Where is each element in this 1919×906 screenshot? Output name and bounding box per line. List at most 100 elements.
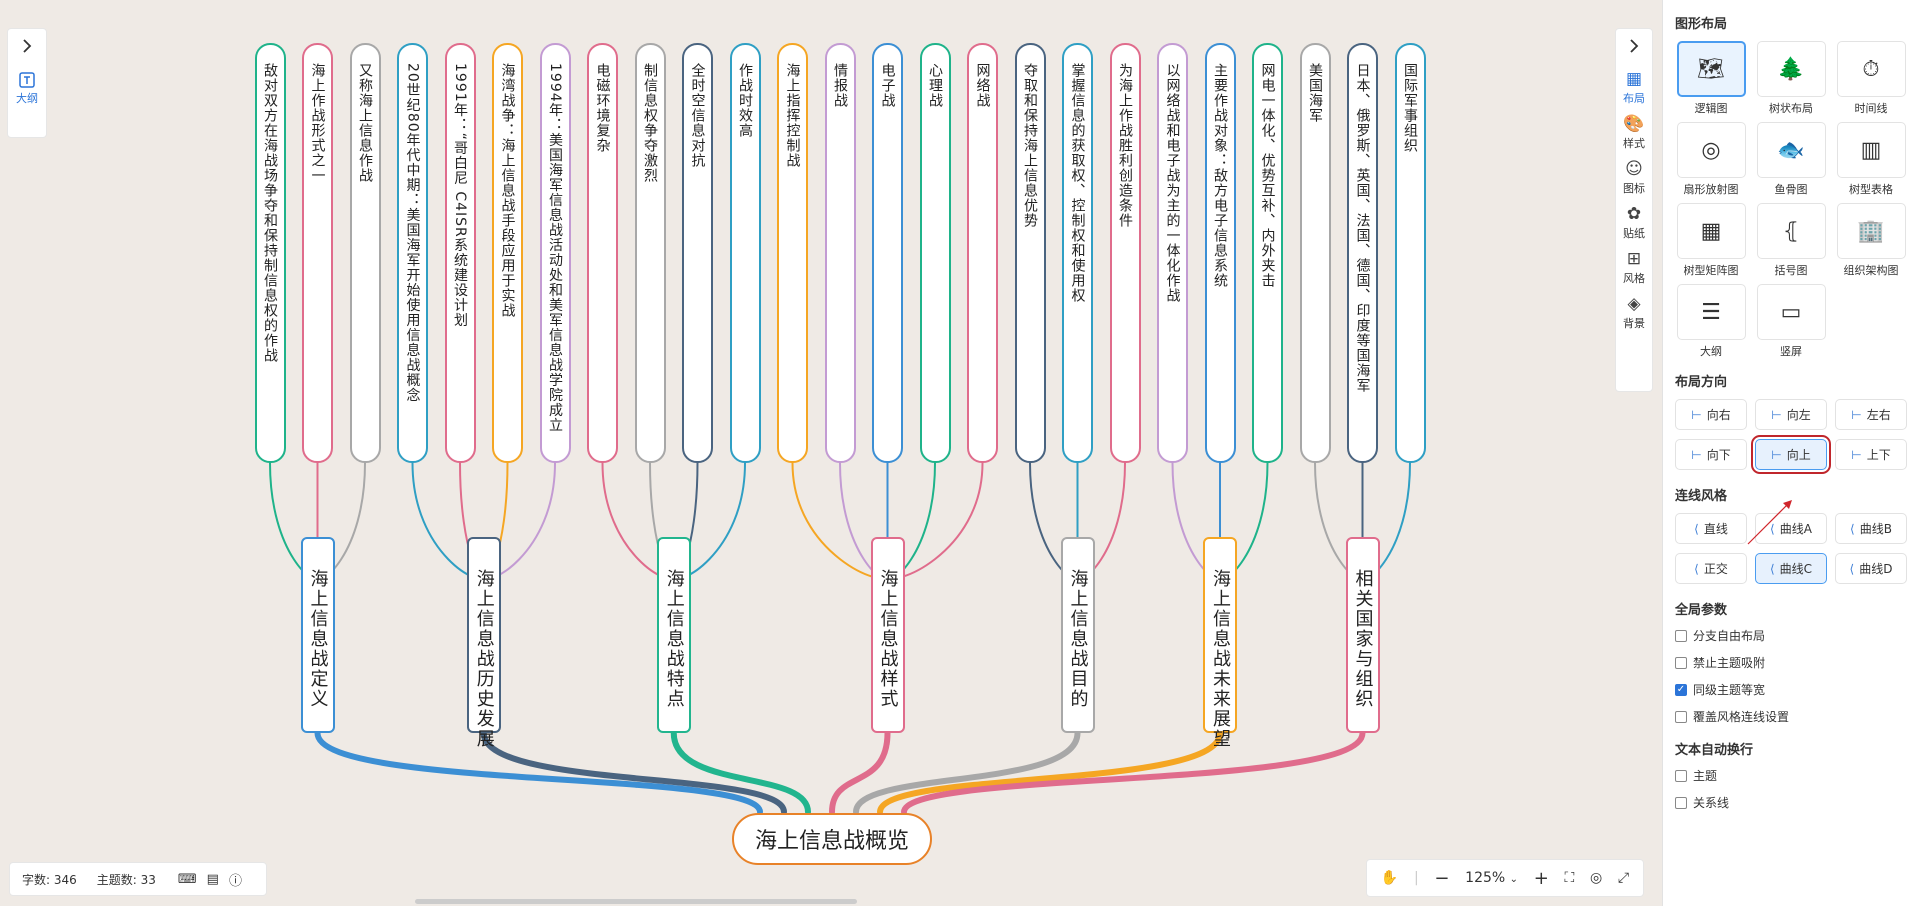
direction-option[interactable]: ⊢向左 xyxy=(1755,399,1827,430)
zoom-out-button[interactable]: − xyxy=(1434,867,1450,889)
checkbox[interactable] xyxy=(1675,796,1687,809)
layout-option[interactable]: ◎扇形放射图 xyxy=(1675,122,1747,197)
leaf-topic[interactable]: 电子战 xyxy=(872,43,903,463)
checkbox-option[interactable]: 关系线 xyxy=(1675,794,1919,811)
checkbox[interactable]: ✓ xyxy=(1675,683,1687,696)
line-style-option[interactable]: ⟨曲线D xyxy=(1835,553,1907,584)
leaf-topic[interactable]: 敌对双方在海战场争夺和保持制信息权的作战 xyxy=(254,43,286,463)
checkbox-option[interactable]: 禁止主题吸附 xyxy=(1675,654,1919,671)
layout-option[interactable]: ⦃括号图 xyxy=(1755,203,1827,278)
checkbox[interactable] xyxy=(1675,629,1687,642)
leaf-topic[interactable]: 1994年：美国海军信息战活动处和美军信息战学院成立 xyxy=(539,43,571,463)
branch-topic[interactable]: 海上信息战样式 xyxy=(870,537,905,733)
line-style-option[interactable]: ⟨正交 xyxy=(1675,553,1747,584)
checkbox-option[interactable]: 主题 xyxy=(1675,767,1919,784)
direction-option[interactable]: ⊢向右 xyxy=(1675,399,1747,430)
leaf-topic[interactable]: 主要作战对象：敌方电子信息系统 xyxy=(1204,43,1236,463)
direction-label: 上下 xyxy=(1866,448,1891,462)
branch-topic[interactable]: 海上信息战未来展望 xyxy=(1203,537,1237,749)
palette-icon: 🎨 xyxy=(1623,114,1645,134)
keyboard-icon[interactable]: ⌨ xyxy=(177,871,197,887)
leaf-topic[interactable]: 为海上作战胜利创造条件 xyxy=(1109,43,1141,463)
leaf-topic[interactable]: 又称海上信息作战 xyxy=(349,43,381,463)
leaf-topic[interactable]: 网络战 xyxy=(967,43,998,463)
sticker-icon: ✿ xyxy=(1626,204,1642,224)
leaf-topic[interactable]: 以网络战和电子战为主的一体化作战 xyxy=(1157,43,1188,463)
leaf-topic-label: 20世纪80年代中期：美国海军开始使用信息战概念 xyxy=(404,63,421,403)
line-style-option[interactable]: ⟨曲线C xyxy=(1755,553,1827,584)
locate-icon[interactable]: ◎ xyxy=(1590,870,1603,886)
layout-thumbnail-icon: ☰ xyxy=(1676,284,1746,340)
fit-screen-icon[interactable]: ⛶ xyxy=(1564,870,1575,886)
tool-layers[interactable]: ◈背景 xyxy=(1616,294,1652,331)
line-style-option[interactable]: ⟨直线 xyxy=(1675,513,1747,544)
branch-topic[interactable]: 海上信息战定义 xyxy=(300,537,335,733)
layout-icon[interactable]: ▤ xyxy=(206,871,219,887)
zoom-level-select[interactable]: 125% ⌄ xyxy=(1465,870,1518,886)
branch-connector xyxy=(480,730,787,815)
layout-option-label: 树型矩阵图 xyxy=(1683,264,1739,277)
info-icon[interactable]: ⓘ xyxy=(228,873,242,889)
leaf-topic[interactable]: 心理战 xyxy=(919,43,951,463)
tool-smiley[interactable]: ☺图标 xyxy=(1616,159,1652,196)
tool-sticker[interactable]: ✿贴纸 xyxy=(1616,204,1652,241)
direction-option[interactable]: ⊢上下 xyxy=(1835,439,1907,470)
layout-option[interactable]: ▥树型表格 xyxy=(1835,122,1907,197)
leaf-topic[interactable]: 海湾战争：海上信息战手段应用于实战 xyxy=(492,43,523,463)
direction-option[interactable]: ⊢向下 xyxy=(1675,439,1747,470)
collapse-panel-button[interactable] xyxy=(1616,37,1652,55)
chevron-right-icon[interactable] xyxy=(8,37,46,55)
leaf-topic[interactable]: 制信息权争夺激烈 xyxy=(634,43,666,463)
leaf-topic[interactable]: 20世纪80年代中期：美国海军开始使用信息战概念 xyxy=(397,43,428,463)
leaf-topic[interactable]: 1991年：“哥白尼 C4ISR系统建设计划 xyxy=(444,43,476,463)
leaf-topic[interactable]: 作战时效高 xyxy=(729,43,761,463)
tool-layout[interactable]: ▦布局 xyxy=(1616,69,1652,106)
checkbox[interactable] xyxy=(1675,710,1687,723)
direction-option[interactable]: ⊢左右 xyxy=(1835,399,1907,430)
tool-palette[interactable]: 🎨样式 xyxy=(1616,114,1652,151)
leaf-topic[interactable]: 海上指挥控制战 xyxy=(777,43,808,463)
direction-option[interactable]: ⊢向上 xyxy=(1751,435,1831,474)
layout-option[interactable]: ⏱时间线 xyxy=(1835,41,1907,116)
leaf-topic[interactable]: 夺取和保持海上信息优势 xyxy=(1014,43,1046,463)
layout-option[interactable]: ▭竖屏 xyxy=(1755,284,1827,359)
checkbox[interactable] xyxy=(1675,769,1687,782)
layout-option[interactable]: 🏢组织架构图 xyxy=(1835,203,1907,278)
leaf-topic[interactable]: 情报战 xyxy=(824,43,856,463)
checkbox-option[interactable]: 覆盖风格连线设置 xyxy=(1675,708,1919,725)
leaf-topic[interactable]: 美国海军 xyxy=(1299,43,1331,463)
horizontal-scrollbar[interactable] xyxy=(415,899,857,904)
leaf-topic-label: 电磁环境复杂 xyxy=(594,63,611,153)
layout-option[interactable]: ▦树型矩阵图 xyxy=(1675,203,1747,278)
leaf-topic[interactable]: 国际军事组织 xyxy=(1394,43,1426,463)
branch-topic[interactable]: 海上信息战特点 xyxy=(656,537,691,733)
fullscreen-icon[interactable]: ⤢ xyxy=(1617,870,1630,886)
layout-option[interactable]: 🐟鱼骨图 xyxy=(1755,122,1827,197)
mindmap-canvas[interactable]: 敌对双方在海战场争夺和保持制信息权的作战海上作战形式之一又称海上信息作战海上信息… xyxy=(0,0,1662,906)
branch-topic[interactable]: 海上信息战目的 xyxy=(1060,537,1095,733)
outline-button[interactable]: 大纲 xyxy=(8,71,46,106)
leaf-topic[interactable]: 日本、俄罗斯、英国、法国、德国、印度等国海军 xyxy=(1347,43,1378,463)
root-topic[interactable]: 海上信息战概览 xyxy=(732,813,932,865)
tool-label: 布局 xyxy=(1623,92,1645,105)
line-style-option[interactable]: ⟨曲线A xyxy=(1755,513,1827,544)
leaf-topic[interactable]: 掌握信息的获取权、控制权和使用权 xyxy=(1062,43,1093,463)
tool-grid[interactable]: ⊞风格 xyxy=(1616,249,1652,286)
branch-topic[interactable]: 相关国家与组织 xyxy=(1345,537,1380,733)
checkbox-option[interactable]: ✓同级主题等宽 xyxy=(1675,681,1919,698)
checkbox-option[interactable]: 分支自由布局 xyxy=(1675,627,1919,644)
leaf-topic[interactable]: 电磁环境复杂 xyxy=(587,43,618,463)
leaf-topic[interactable]: 海上作战形式之一 xyxy=(302,43,333,463)
branch-connector xyxy=(853,730,1081,815)
layout-option[interactable]: 🌲树状布局 xyxy=(1755,41,1827,116)
hand-icon[interactable]: ✋ xyxy=(1380,870,1399,886)
checkbox[interactable] xyxy=(1675,656,1687,669)
leaf-topic[interactable]: 网电一体化、优势互补、内外夹击 xyxy=(1252,43,1283,463)
zoom-in-button[interactable]: + xyxy=(1533,867,1549,889)
layout-option-label: 组织架构图 xyxy=(1843,264,1899,277)
layout-option[interactable]: ☰大纲 xyxy=(1675,284,1747,359)
layout-option[interactable]: 🗺逻辑图 xyxy=(1675,41,1747,116)
line-style-option[interactable]: ⟨曲线B xyxy=(1835,513,1907,544)
branch-topic[interactable]: 海上信息战历史发展 xyxy=(466,537,501,749)
leaf-topic[interactable]: 全时空信息对抗 xyxy=(682,43,713,463)
